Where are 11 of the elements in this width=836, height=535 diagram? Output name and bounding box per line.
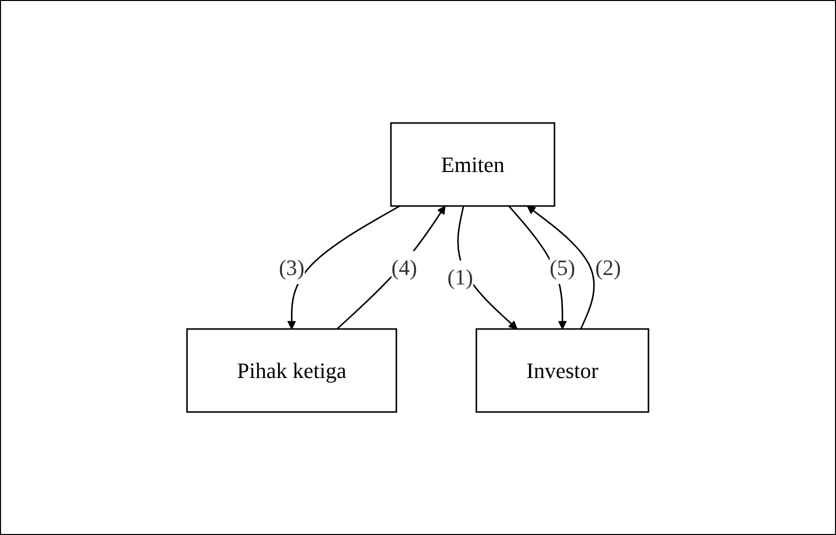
- edge-label: (1): [448, 264, 474, 290]
- edge-label: (4): [392, 255, 418, 280]
- arrow: [288, 205, 400, 330]
- node-box: Emiten: [390, 122, 556, 207]
- node-box: Investor: [476, 328, 650, 413]
- edge-label: (5): [550, 255, 576, 280]
- node-box: Pihak ketiga: [186, 328, 398, 413]
- arrow: [527, 206, 595, 330]
- edge-label: (2): [596, 255, 622, 280]
- edge-label: (3): [279, 255, 305, 280]
- arrow: [336, 206, 446, 330]
